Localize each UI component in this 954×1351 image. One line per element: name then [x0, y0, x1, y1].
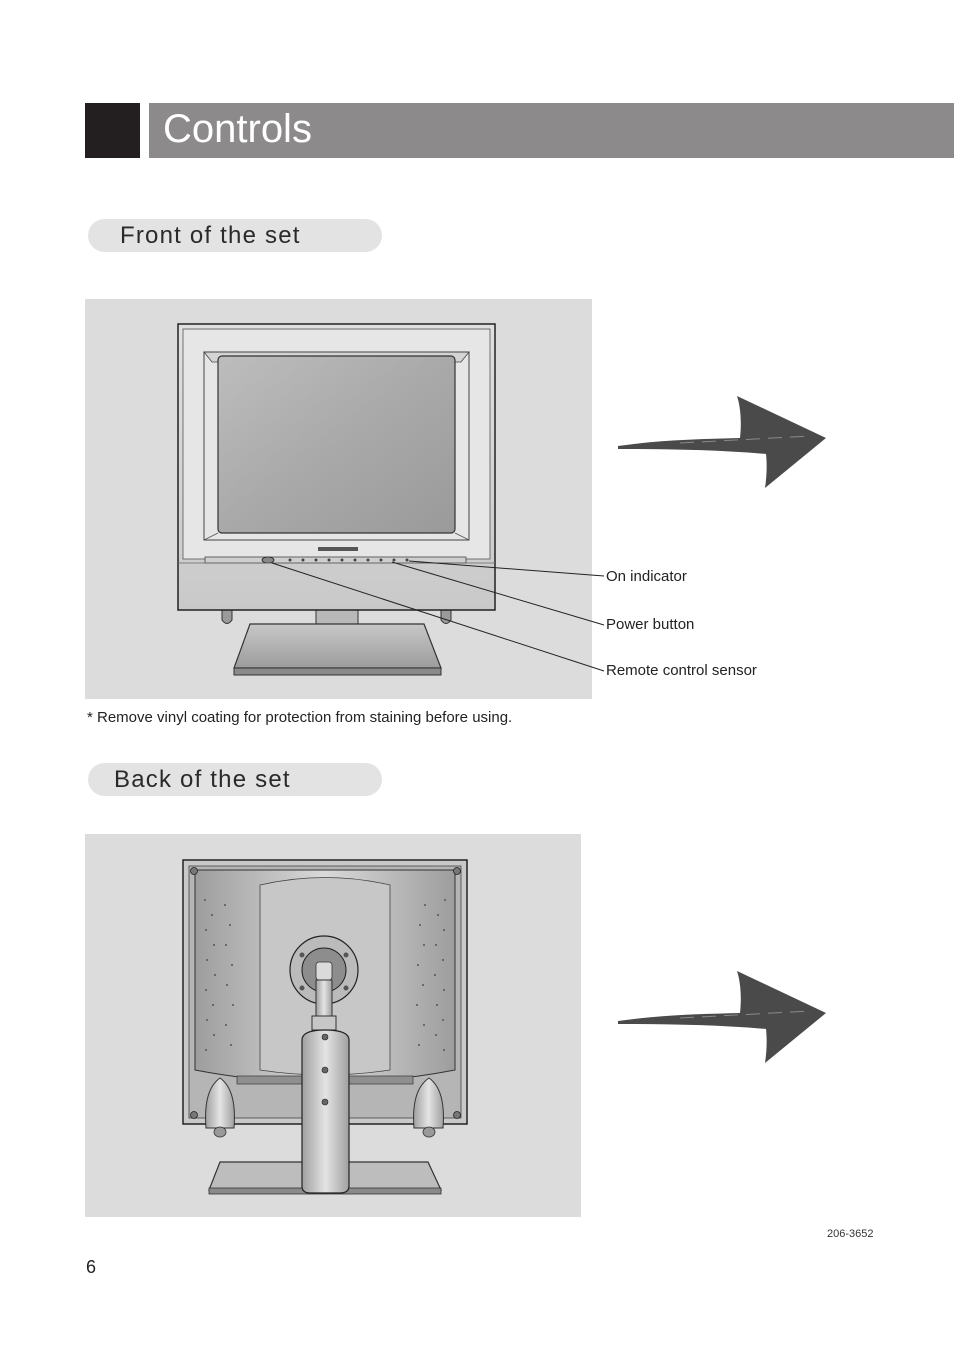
section-heading-front-label: Front of the set	[120, 222, 301, 249]
section-heading-front: Front of the set	[88, 219, 382, 252]
callout-power-button: Power button	[606, 616, 695, 633]
page-number: 6	[86, 1257, 97, 1277]
section-heading-back: Back of the set	[88, 763, 382, 796]
doc-code: 206-3652	[827, 1228, 874, 1240]
callout-remote-sensor: Remote control sensor	[606, 662, 757, 679]
section-heading-back-label: Back of the set	[114, 766, 291, 793]
title-block	[85, 103, 140, 158]
page-title: Controls	[163, 107, 312, 151]
callout-on-indicator: On indicator	[606, 568, 687, 585]
title-bar: Controls	[149, 103, 954, 158]
vinyl-note: * Remove vinyl coating for protection fr…	[87, 709, 513, 726]
